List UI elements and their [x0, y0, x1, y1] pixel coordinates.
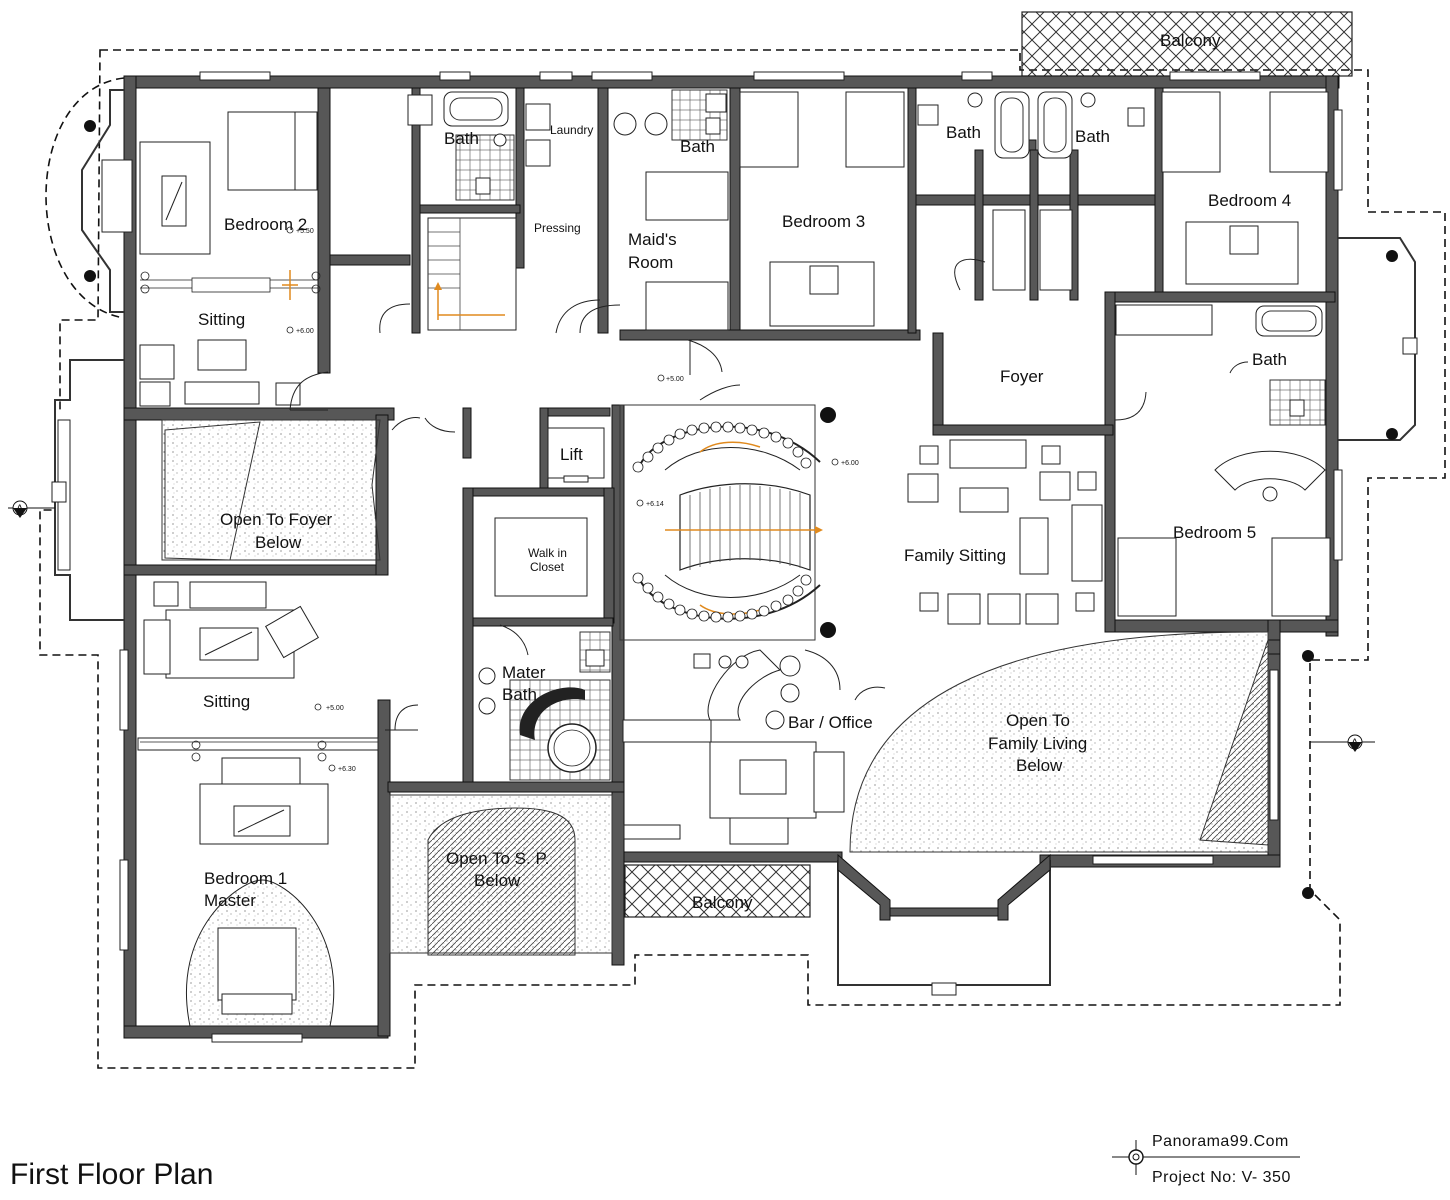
room-bath-c: Bath [946, 123, 981, 142]
room-open-family-1: Open To [1006, 711, 1070, 730]
section-marker-right: A [1310, 734, 1375, 752]
round-tub [547, 723, 597, 773]
service-stair [427, 217, 517, 331]
room-family-sitting: Family Sitting [904, 546, 1006, 565]
room-pressing: Pressing [534, 221, 581, 235]
level-label-1: +5.50 [296, 228, 314, 235]
room-bedroom-2: Bedroom 2 [224, 215, 307, 234]
room-bedroom-5: Bedroom 5 [1173, 523, 1256, 542]
credit-website: Panorama99.Com [1152, 1133, 1289, 1150]
level-label-5: +5.00 [326, 705, 344, 712]
column-1 [84, 120, 96, 132]
room-maids-2: Room [628, 253, 673, 272]
room-open-foyer-1: Open To Foyer [220, 510, 332, 529]
door-swings [289, 258, 1249, 731]
credit-block: Panorama99.Com Project No: V- 350 [1112, 1133, 1300, 1186]
column-5 [1302, 650, 1314, 662]
room-bedroom-1: Bedroom 1 [204, 869, 287, 888]
room-bedroom-3: Bedroom 3 [782, 212, 865, 231]
balcony-bottom-area [624, 864, 811, 918]
level-label-4: +5.00 [666, 376, 684, 383]
bay-window-left [81, 89, 124, 313]
room-master-bath-1: Mater [502, 663, 546, 682]
bathtubs [443, 91, 1323, 337]
bay-bottom [837, 860, 1051, 986]
bay-window-arc [45, 77, 125, 319]
room-bath-b: Bath [680, 137, 715, 156]
level-label-2: +6.00 [296, 328, 314, 335]
section-marker-left: A [8, 500, 55, 518]
column-3 [1386, 250, 1398, 262]
svg-text:A: A [1351, 737, 1359, 749]
room-sitting-mid: Sitting [203, 692, 250, 711]
room-sitting-top: Sitting [198, 310, 245, 329]
level-markers [140, 226, 839, 772]
room-bath-e: Bath [1252, 350, 1287, 369]
level-label-8: +6.30 [338, 766, 356, 773]
column-6 [1302, 887, 1314, 899]
room-bedroom-1-master: Master [204, 891, 256, 910]
room-laundry: Laundry [550, 123, 593, 137]
level-label-6: +6.14 [646, 501, 664, 508]
furniture [101, 91, 1331, 1027]
column-4 [1386, 428, 1398, 440]
room-foyer: Foyer [1000, 367, 1044, 386]
sanitary-fixtures [407, 92, 1305, 715]
walk-in-closet-box [494, 517, 588, 597]
room-open-family-3: Below [1016, 756, 1063, 775]
plan-title: First Floor Plan [10, 1158, 213, 1191]
room-bedroom-4: Bedroom 4 [1208, 191, 1291, 210]
room-balcony-top: Balcony [1160, 31, 1221, 50]
interior-walls [123, 87, 1336, 793]
room-open-foyer-2: Below [255, 533, 302, 552]
room-bar-office: Bar / Office [788, 713, 873, 732]
room-walk-in-2: Closet [530, 560, 565, 574]
room-open-sp-2: Below [474, 871, 521, 890]
room-open-sp-1: Open To S. P. [446, 849, 549, 868]
room-bath-a: Bath [444, 129, 479, 148]
credit-project: Project No: V- 350 [1152, 1169, 1291, 1186]
windows [119, 71, 1343, 1043]
balcony-top-area [1021, 11, 1353, 77]
room-walk-in-1: Walk in [528, 546, 567, 560]
column-7 [820, 407, 836, 423]
open-to-foyer-void [161, 419, 381, 561]
level-label-7: +6.00 [841, 460, 859, 467]
column-8 [820, 622, 836, 638]
room-lift: Lift [560, 445, 583, 464]
level-arrow [282, 270, 298, 300]
column-2 [84, 270, 96, 282]
room-master-bath-2: Bath [502, 685, 537, 704]
stair-step-markers [632, 421, 812, 623]
svg-text:A: A [16, 503, 24, 515]
room-balcony-bottom: Balcony [692, 893, 753, 912]
room-bath-d: Bath [1075, 127, 1110, 146]
open-to-family-living-void [849, 631, 1269, 853]
room-open-family-2: Family Living [988, 734, 1087, 753]
room-maids-1: Maid's [628, 230, 677, 249]
